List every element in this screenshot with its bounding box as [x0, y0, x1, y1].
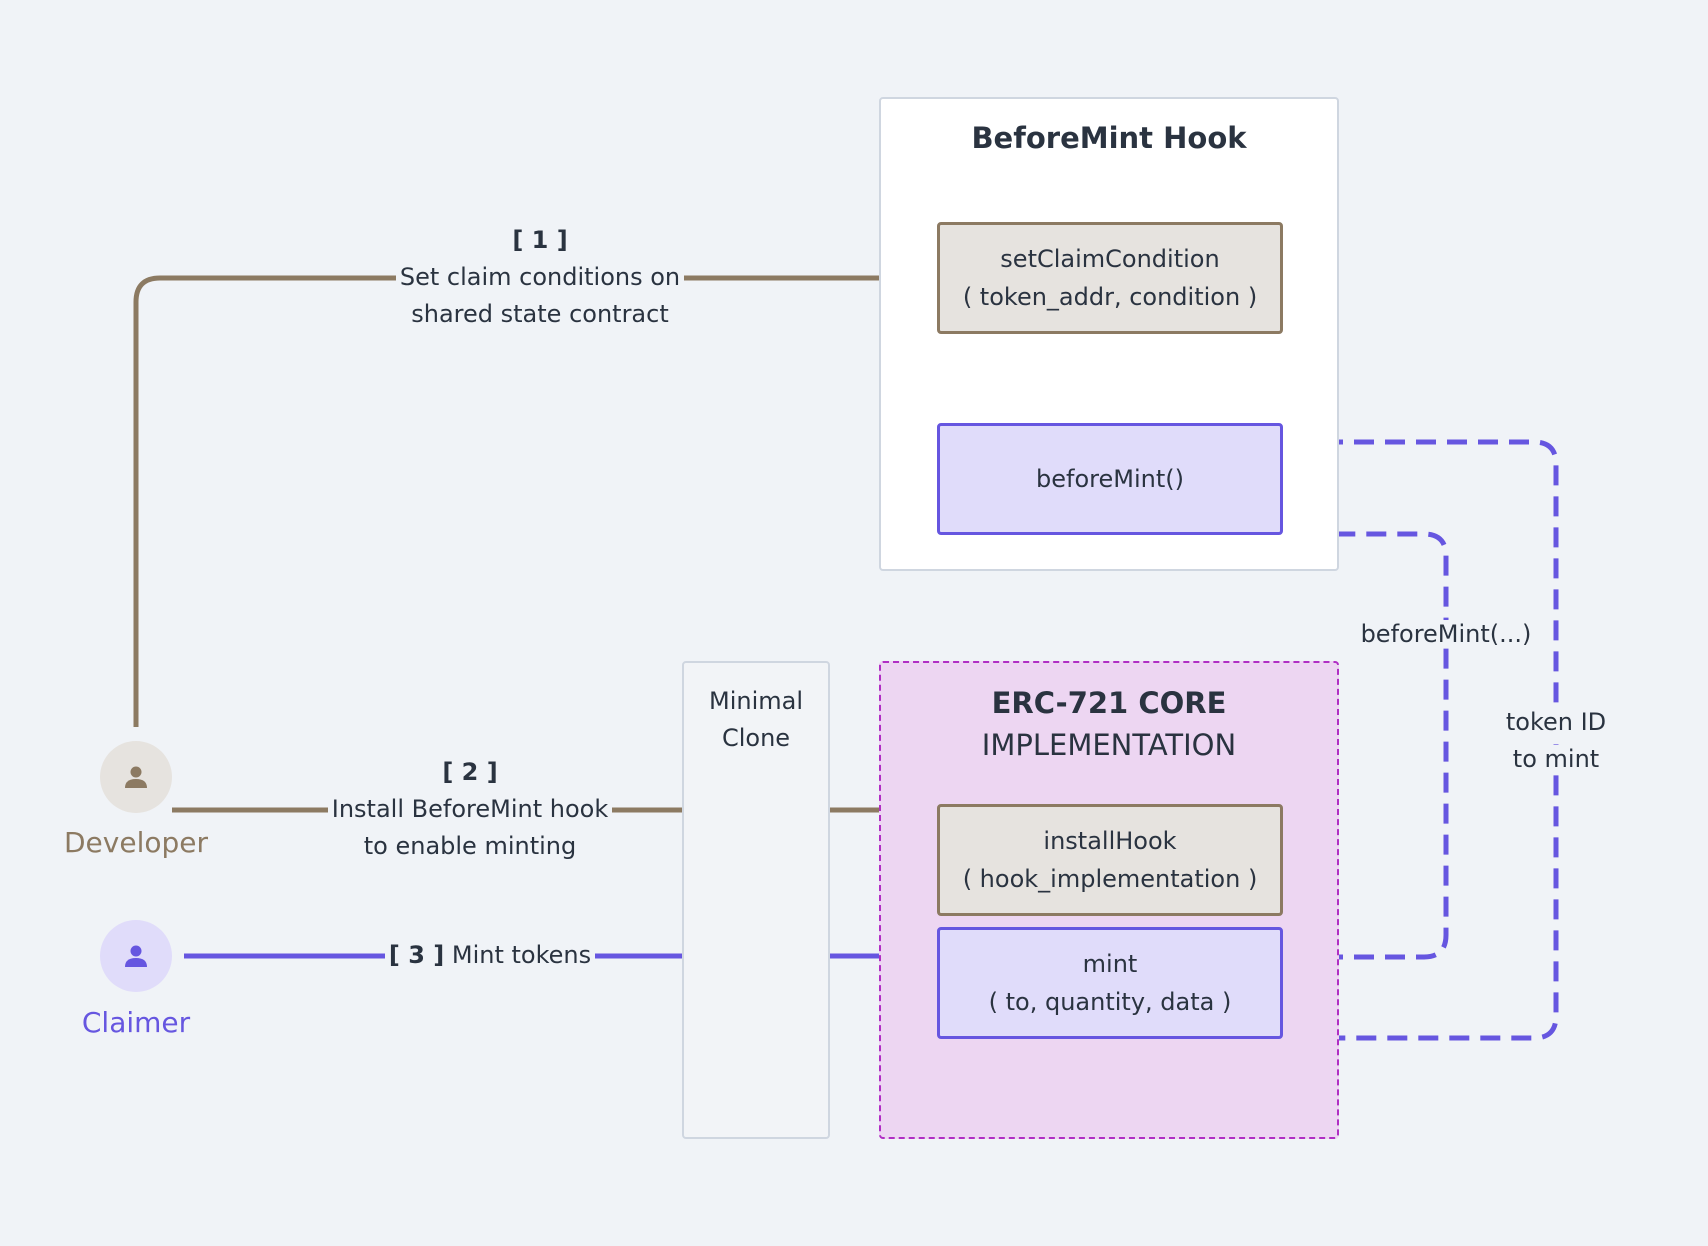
- install-hook-name: installHook: [1043, 827, 1177, 855]
- before-mint-name: beforeMint(): [1036, 465, 1184, 493]
- set-claim-condition-args: ( token_addr, condition ): [962, 283, 1258, 311]
- core-panel-title: ERC-721 CORE: [991, 686, 1227, 720]
- claimer-avatar[interactable]: [100, 920, 172, 992]
- mint-args: ( to, quantity, data ): [988, 988, 1232, 1016]
- step3-label: [ 3 ] Mint tokens: [360, 937, 620, 974]
- hook-panel-title: BeforeMint Hook: [971, 121, 1247, 155]
- step3-number: [ 3 ]: [388, 941, 445, 969]
- step1-line2: shared state contract: [411, 300, 669, 328]
- set-claim-condition-box[interactable]: setClaimCondition ( token_addr, conditio…: [937, 222, 1283, 334]
- step2-label: [ 2 ] Install BeforeMint hook to enable …: [310, 754, 630, 865]
- step2-line2: to enable minting: [363, 832, 577, 860]
- install-hook-args: ( hook_implementation ): [962, 865, 1258, 893]
- step2-number: [ 2 ]: [442, 758, 498, 786]
- install-hook-box[interactable]: installHook ( hook_implementation ): [937, 804, 1283, 916]
- minimal-clone-line2: Clone: [721, 724, 791, 752]
- developer-avatar[interactable]: [100, 741, 172, 813]
- step2-line1: Install BeforeMint hook: [327, 795, 613, 823]
- person-icon: [125, 766, 147, 788]
- minimal-clone-line1: Minimal: [708, 687, 803, 715]
- token-id-return-line: [1292, 439, 1559, 1041]
- developer-name: Developer: [63, 826, 208, 859]
- claimer-name: Claimer: [81, 1006, 191, 1039]
- token-id-line1: token ID: [1501, 708, 1611, 736]
- token-id-line2: to mint: [1508, 745, 1604, 773]
- mint-box[interactable]: mint ( to, quantity, data ): [937, 927, 1283, 1039]
- minimal-clone-panel: Minimal Clone: [682, 661, 830, 1139]
- person-icon: [125, 945, 147, 967]
- step1-label: [ 1 ] Set claim conditions on shared sta…: [380, 222, 700, 333]
- step1-arrow-line: [133, 275, 915, 727]
- core-panel-subtitle: IMPLEMENTATION: [981, 728, 1237, 762]
- mint-name: mint: [1082, 950, 1138, 978]
- set-claim-condition-name: setClaimCondition: [1000, 245, 1220, 273]
- step1-line1: Set claim conditions on: [395, 263, 685, 291]
- token-id-label: token ID to mint: [1476, 704, 1636, 778]
- before-mint-box[interactable]: beforeMint(): [937, 423, 1283, 535]
- before-mint-call-line: [1292, 531, 1449, 960]
- before-mint-call-label: beforeMint(...): [1356, 616, 1536, 653]
- step1-number: [ 1 ]: [512, 226, 568, 254]
- step3-text: Mint tokens: [451, 941, 592, 969]
